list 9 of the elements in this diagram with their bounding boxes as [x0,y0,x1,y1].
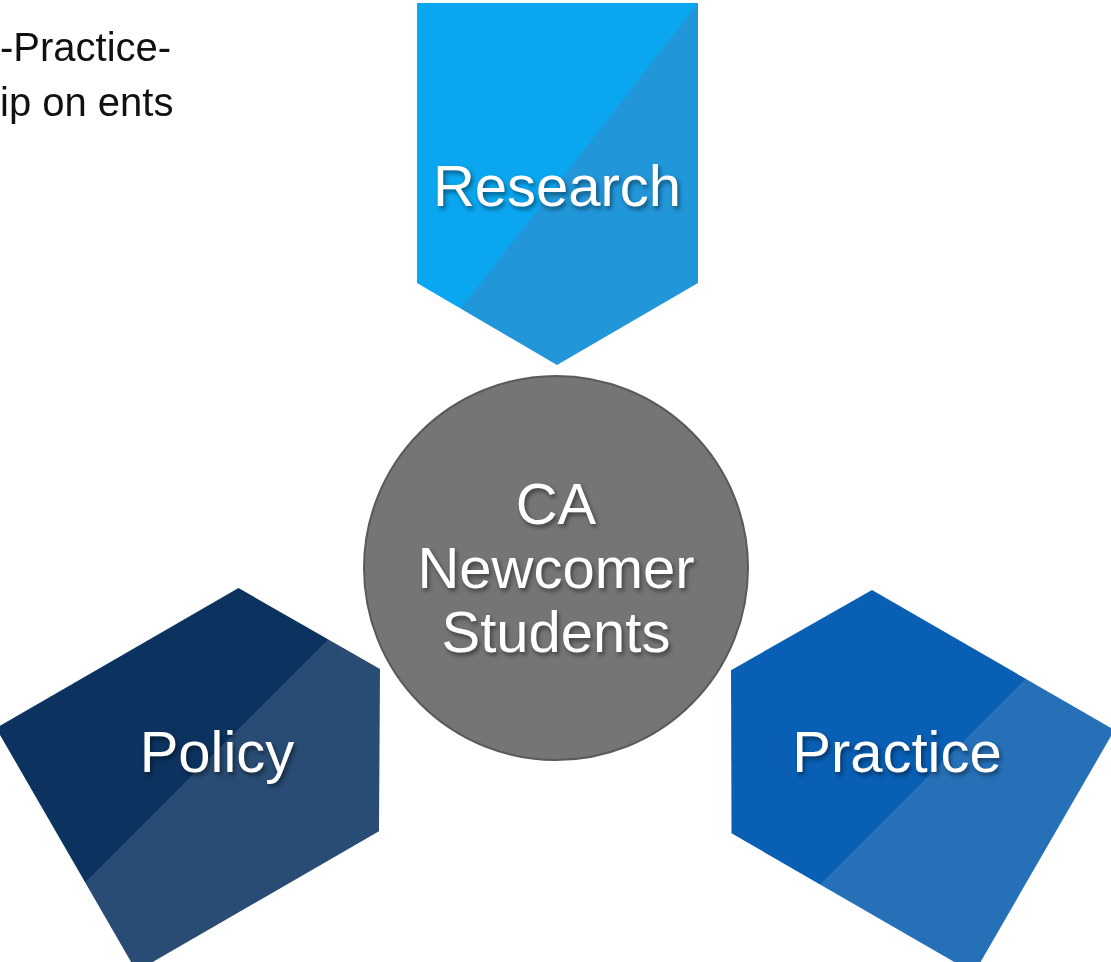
pentagon-arrow [417,3,698,365]
node-text: Policy [138,720,296,784]
node-text: Research [431,154,683,218]
node-text: CA Newcomer Students [416,472,696,664]
note-text: -Practice- ip on ents [0,24,175,126]
pentagon-arrow [731,590,1111,962]
circle-node [363,375,749,761]
node-text: Practice [791,720,1003,784]
pentagon-arrow [0,587,380,962]
